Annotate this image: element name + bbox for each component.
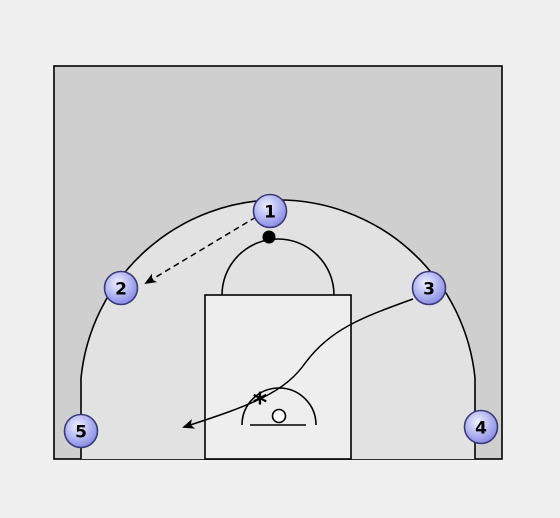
player-4[interactable]: 4 <box>463 409 499 445</box>
player-3[interactable]: 3 <box>411 270 447 306</box>
paint <box>204 294 352 460</box>
player-2-label: 2 <box>115 280 127 300</box>
pass-arrow-1-to-2 <box>144 216 257 285</box>
player-3-circle <box>411 270 447 306</box>
screen-marker: * <box>253 386 268 419</box>
player-5[interactable]: 5 <box>63 413 99 449</box>
ball <box>262 230 276 244</box>
free-throw-circle <box>221 238 335 296</box>
player-3-label: 3 <box>423 280 435 300</box>
player-2[interactable]: 2 <box>103 270 139 306</box>
player-4-circle <box>463 409 499 445</box>
player-5-label: 5 <box>75 423 87 443</box>
hoop <box>271 408 287 424</box>
player-4-label: 4 <box>475 419 487 439</box>
player-1[interactable]: 1 <box>252 193 288 229</box>
player-1-label: 1 <box>264 203 276 223</box>
cut-arrow-3 <box>182 298 414 429</box>
player-2-circle <box>103 270 139 306</box>
player-5-circle <box>63 413 99 449</box>
player-1-circle <box>252 193 288 229</box>
